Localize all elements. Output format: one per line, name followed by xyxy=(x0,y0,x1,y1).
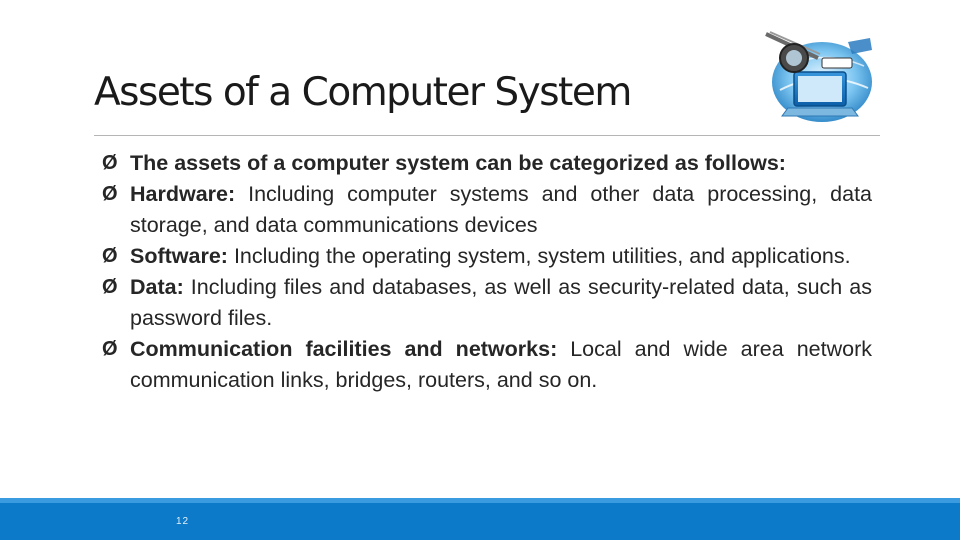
bullet-bold-text: Communication facilities and networks: xyxy=(130,337,558,361)
footer-bar: 12 xyxy=(0,498,960,540)
bullet-item-intro: Ø The assets of a computer system can be… xyxy=(102,148,872,179)
footer-highlight xyxy=(0,498,960,503)
bullet-arrow-icon: Ø xyxy=(102,183,118,205)
bullet-item-data: Ø Data: Including files and databases, a… xyxy=(102,272,872,334)
slide-title: Assets of a Computer System xyxy=(94,70,632,115)
page-number: 12 xyxy=(176,516,190,527)
bullet-bold-text: Data: xyxy=(130,275,184,299)
bullet-list: Ø The assets of a computer system can be… xyxy=(102,148,872,396)
bullet-bold-text: The assets of a computer system can be c… xyxy=(130,151,786,175)
bullet-item-hardware: Ø Hardware: Including computer systems a… xyxy=(102,179,872,241)
bullet-text: Including computer systems and other dat… xyxy=(130,182,872,237)
bullet-arrow-icon: Ø xyxy=(102,245,118,267)
bullet-text: Including the operating system, system u… xyxy=(227,244,851,268)
bullet-arrow-icon: Ø xyxy=(102,276,118,298)
bullet-bold-text: Software: xyxy=(130,244,228,268)
computer-security-globe-logo-icon xyxy=(765,31,872,122)
bullet-item-communication: Ø Communication facilities and networks:… xyxy=(102,334,872,396)
bullet-text: Including files and databases, as well a… xyxy=(130,275,872,330)
bullet-text: Local and wide area network communicatio… xyxy=(130,337,872,392)
bullet-item-software: Ø Software: Including the operating syst… xyxy=(102,241,872,272)
title-divider xyxy=(94,135,880,136)
bullet-bold-text: Hardware: xyxy=(130,182,236,206)
bullet-arrow-icon: Ø xyxy=(102,338,118,360)
bullet-arrow-icon: Ø xyxy=(102,152,118,174)
